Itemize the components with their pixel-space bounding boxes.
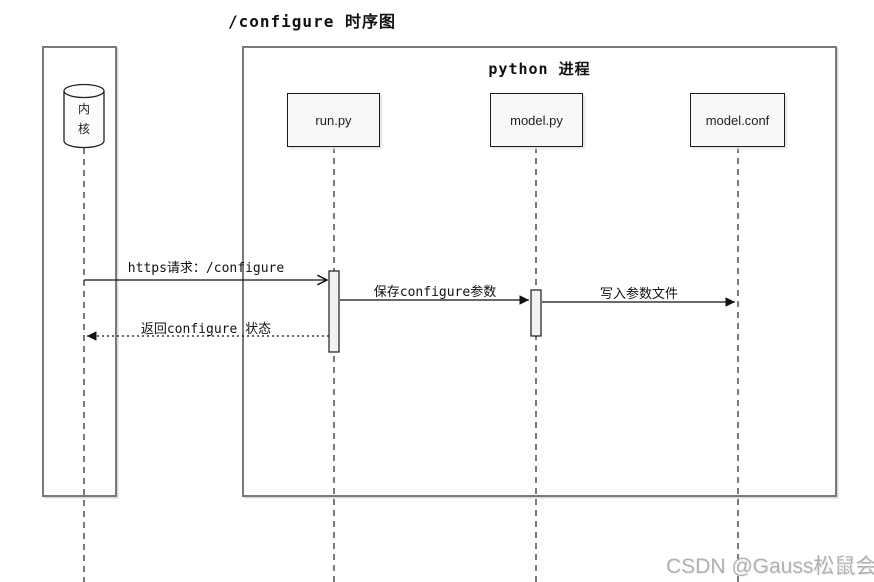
page-title: /configure 时序图 [228, 12, 396, 31]
participant-label-run-py: run.py [315, 112, 352, 128]
message-label-https-request: https请求：/configure [127, 261, 285, 276]
activation-bar-model-py [530, 289, 542, 337]
participant-box-model-py: model.py [490, 93, 583, 147]
activation-bar-run-py [328, 270, 340, 353]
message-label-save-configure-params: 保存configure参数 [373, 285, 497, 300]
message-label-return-configure-status: 返回configure 状态 [140, 322, 272, 337]
watermark-text: CSDN @Gauss松鼠会 [666, 555, 874, 578]
kernel-label-line1: 内 [77, 102, 90, 116]
message-label-write-param-file: 写入参数文件 [599, 287, 678, 302]
kernel-frame-box [42, 46, 117, 497]
participant-box-model-conf: model.conf [690, 93, 785, 147]
database-cylinder-icon [63, 83, 105, 149]
python-process-frame [242, 46, 837, 497]
participant-box-run-py: run.py [287, 93, 380, 147]
kernel-label-line2: 核 [77, 122, 90, 136]
python-process-label: python 进程 [488, 60, 591, 78]
kernel-label: 内 核 [64, 99, 104, 139]
participant-label-model-conf: model.conf [705, 112, 770, 128]
participant-label-model-py: model.py [510, 112, 563, 128]
